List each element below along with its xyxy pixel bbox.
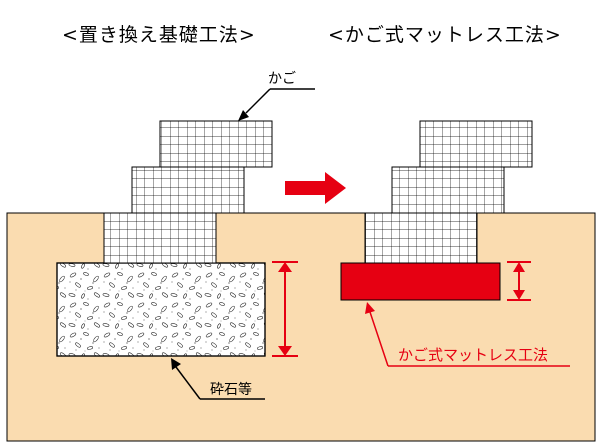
gabion-right-middle-mesh [391,166,505,214]
gravel-texture [56,262,266,357]
label-crushed-stone: 砕石等 [210,382,252,398]
gabion-right-top-mesh [419,120,533,168]
arrow-leader-icon-saiseki [171,358,265,400]
title-replacement-method: <置き換え基礎工法> [62,24,256,46]
gabion-right-bottom-mesh [364,212,478,264]
double-arrow-vertical-icon [272,261,298,357]
title-gabion-mattress-method: <かご式マットレス工法> [328,24,562,46]
label-gabion: かご [268,71,296,87]
gabion-left-middle-mesh [131,166,245,214]
gabion-left-bottom-mesh [103,212,217,264]
arrow-leader-icon-kago [238,88,315,121]
gabion-mattress [340,262,501,301]
double-arrow-vertical-icon-right [507,261,531,301]
arrow-right-icon [285,172,346,204]
label-gabion-mattress: かご式マットレス工法 [398,346,549,364]
gabion-left-top-mesh [159,120,273,168]
arrow-leader-icon-mattress [365,302,570,367]
